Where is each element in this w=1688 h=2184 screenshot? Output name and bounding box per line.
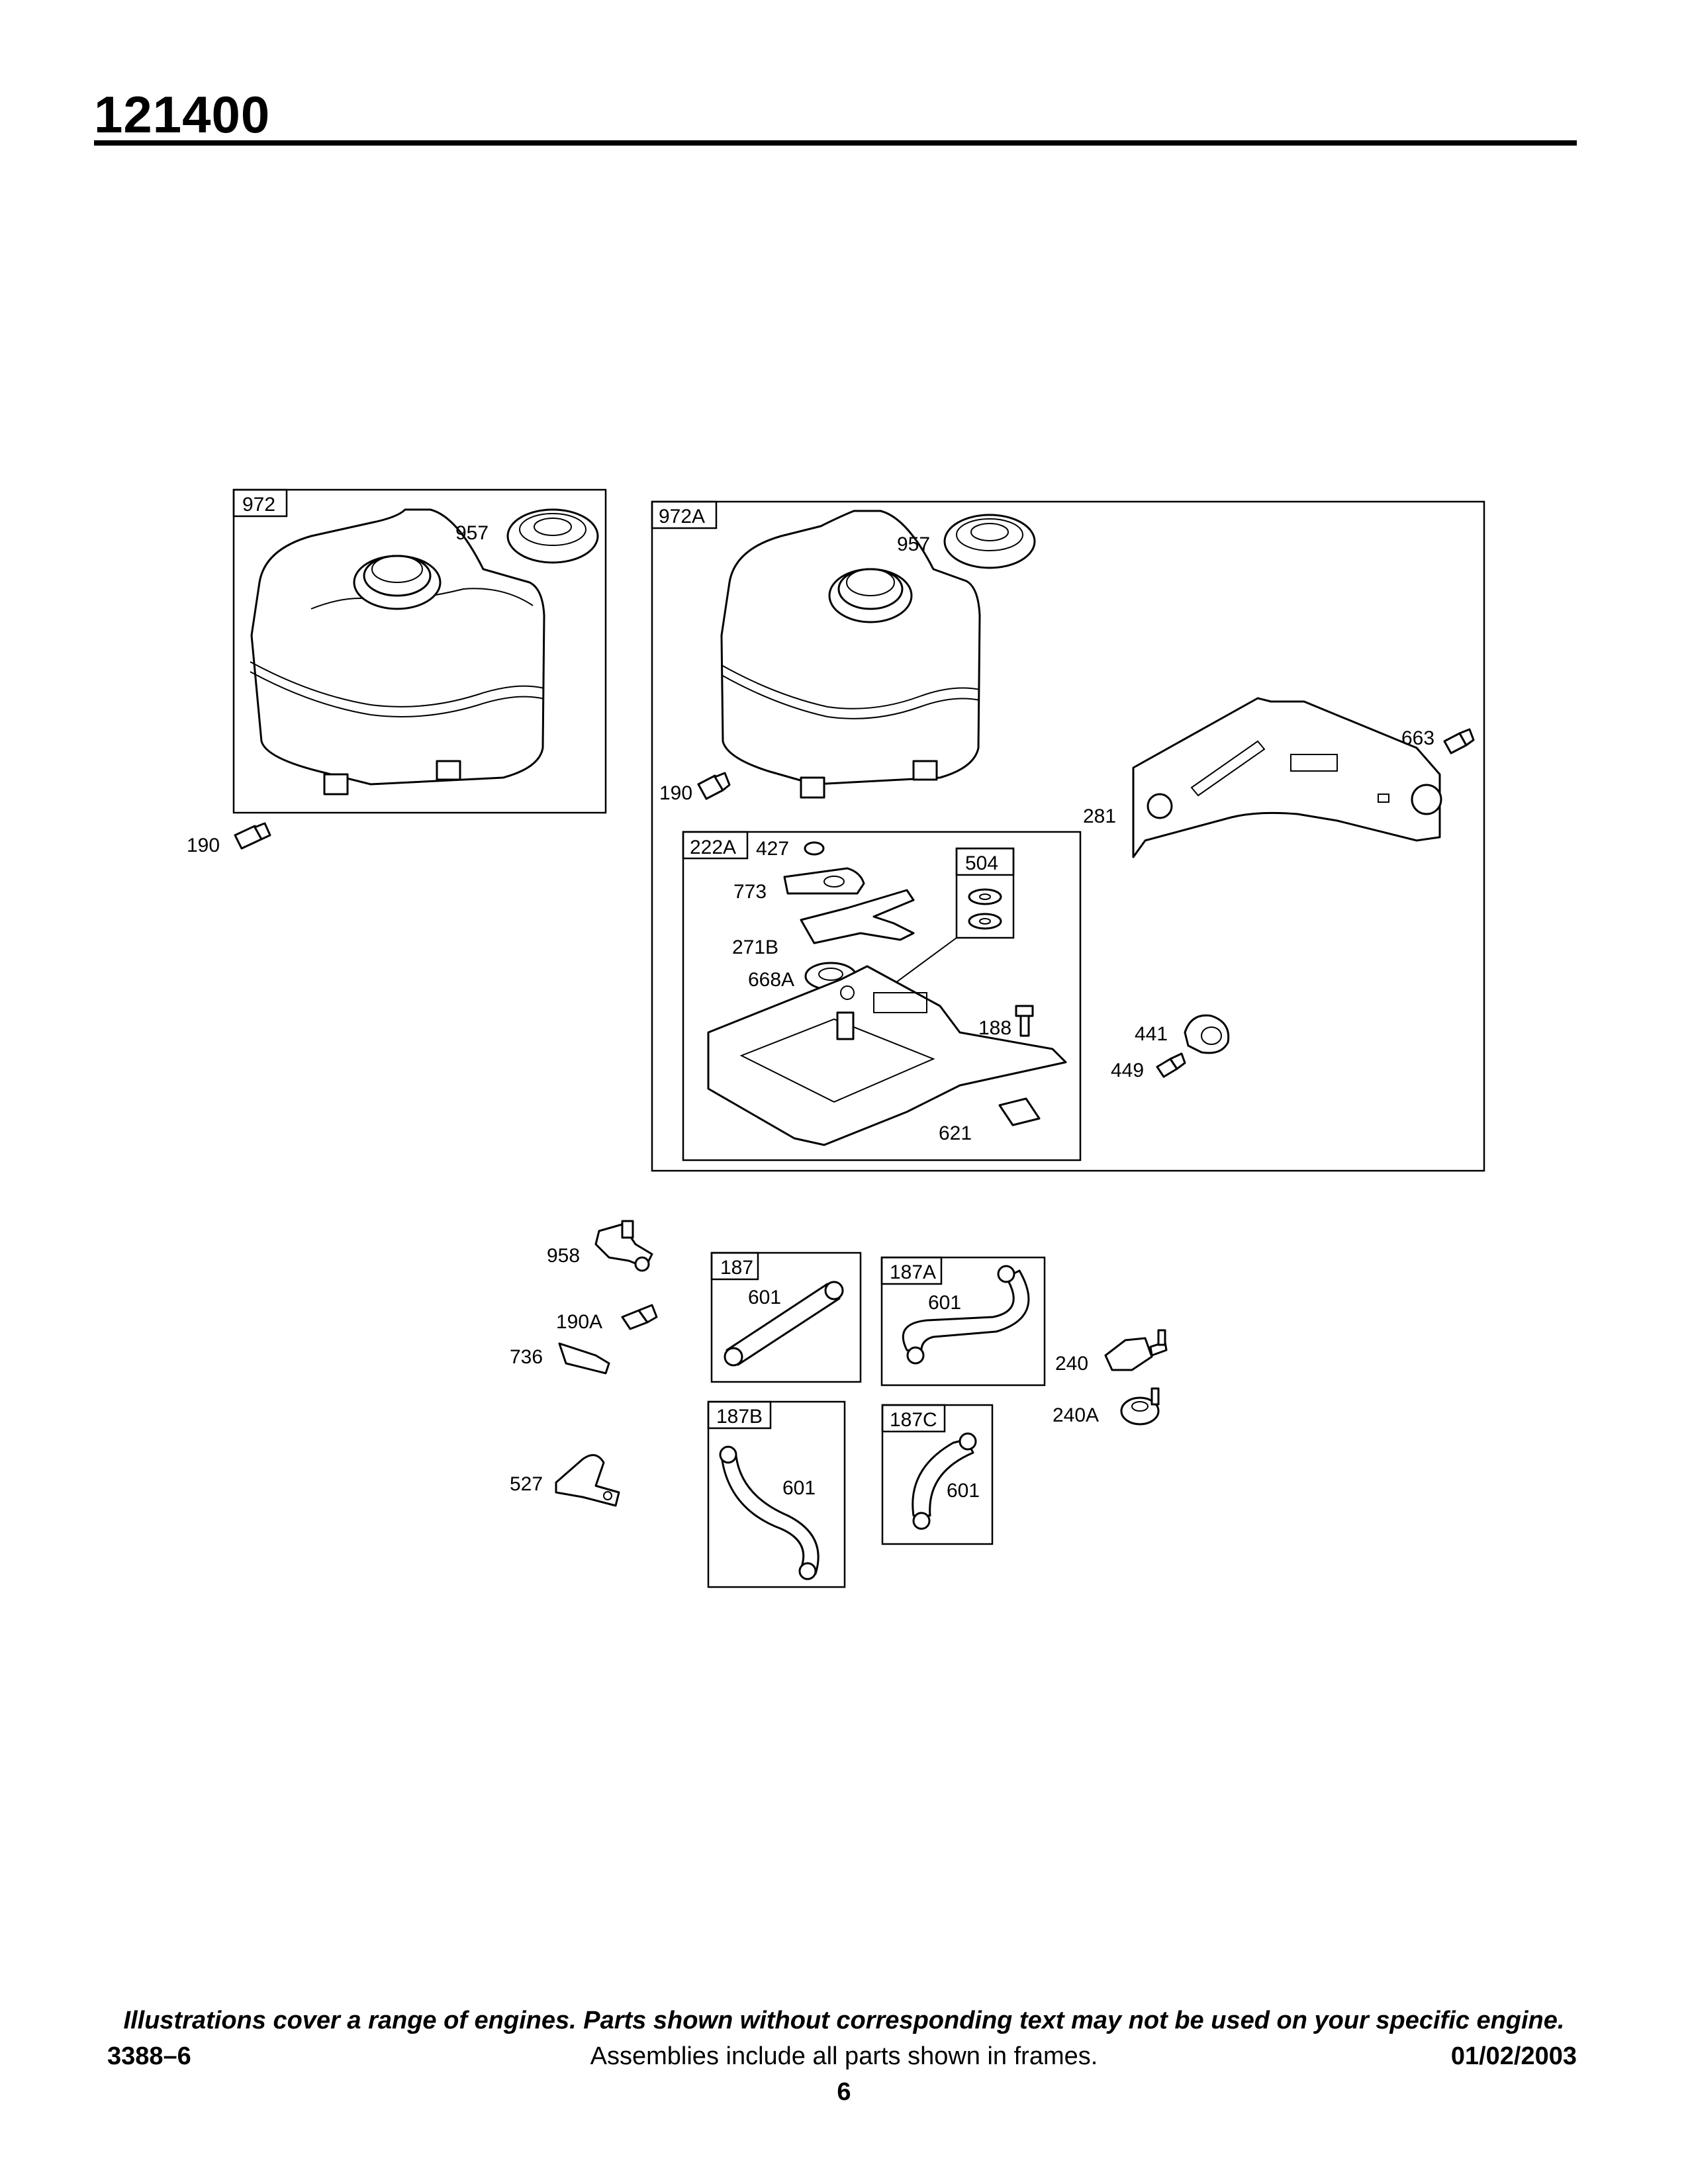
footer-disclaimer: Illustrations cover a range of engines. … [123,2007,1565,2034]
fuel-filter-240 [1104,1329,1168,1371]
clamp-527 [555,1454,620,1507]
bolt-188 [1015,1005,1034,1037]
footer-date: 01/02/2003 [1450,2042,1577,2070]
frame-972: 972 [232,488,607,814]
callout-188: 188 [978,1017,1011,1039]
fuel-line-187A [902,1265,1030,1365]
frame-972A: 972A [651,500,1485,1172]
callout-601-c: 601 [782,1477,816,1499]
callout-663: 663 [1401,727,1434,749]
frame-label-187: 187 [720,1257,753,1279]
fuel-tank-972 [250,508,545,796]
callout-527: 527 [510,1473,543,1495]
page-number: 6 [837,2078,851,2106]
frame-label-504: 504 [965,852,998,874]
screw-449 [1156,1052,1186,1078]
callout-190A: 190A [556,1311,602,1333]
frame-label-972A: 972A [659,506,705,527]
callout-190-b: 190 [659,782,692,804]
fuel-line-187B [719,1445,820,1580]
screw-190A [621,1304,658,1330]
callout-601-d: 601 [947,1480,980,1502]
callout-601-b: 601 [928,1292,961,1314]
frame-label-187B: 187B [716,1406,763,1428]
callout-190-a: 190 [187,835,220,856]
frame-label-187C: 187C [890,1409,937,1431]
callout-773: 773 [733,881,767,903]
plate-773 [783,867,865,895]
callout-736: 736 [510,1346,543,1368]
fuel-cap-957-b [943,514,1036,569]
fuel-line-187C [912,1432,977,1530]
bolt-663 [1443,728,1475,754]
frame-label-222A: 222A [690,837,736,858]
clamp-441 [1184,1014,1230,1054]
frame-187A: 187A [880,1256,1046,1387]
fuel-filter-240A [1120,1387,1160,1426]
fuel-cap-957-a [506,508,599,564]
callout-449: 449 [1111,1060,1144,1081]
frame-222A: 222A [682,831,1082,1161]
callout-281: 281 [1083,805,1116,827]
frame-187: 187 [710,1251,862,1383]
frame-187B: 187B [707,1400,846,1588]
callout-621: 621 [939,1122,972,1144]
callout-601-a: 601 [748,1287,781,1308]
base-plate-222A [707,965,1067,1146]
fuel-tank-972A [720,510,981,799]
callout-240A: 240A [1053,1404,1099,1426]
callout-668A: 668A [748,969,794,991]
control-lever-271B [800,889,915,944]
washers-504 [968,888,1002,930]
bolt-190-a [234,822,271,850]
nut-427 [804,841,825,856]
callout-427: 427 [756,838,789,860]
frame-label-187A: 187A [890,1261,936,1283]
title-rule [94,140,1577,146]
clip-621 [998,1097,1041,1126]
bolt-190-b [697,772,731,800]
fuel-line-187 [724,1281,844,1367]
bracket-281 [1132,697,1442,858]
fuel-valve-958 [594,1220,653,1272]
callout-441: 441 [1135,1023,1168,1045]
callout-271B: 271B [732,936,778,958]
footer-doc-id: 3388–6 [107,2042,191,2070]
frame-187C: 187C [881,1404,994,1545]
callout-240: 240 [1055,1353,1088,1375]
frame-504: 504 [955,847,1015,939]
page-title: 121400 [94,85,271,144]
callout-958: 958 [547,1245,580,1267]
callout-957-b: 957 [897,533,930,555]
frame-label-972: 972 [242,494,275,516]
clip-736 [558,1342,610,1375]
callout-957-a: 957 [455,522,489,544]
footer-frames-note: Assemblies include all parts shown in fr… [590,2042,1098,2070]
